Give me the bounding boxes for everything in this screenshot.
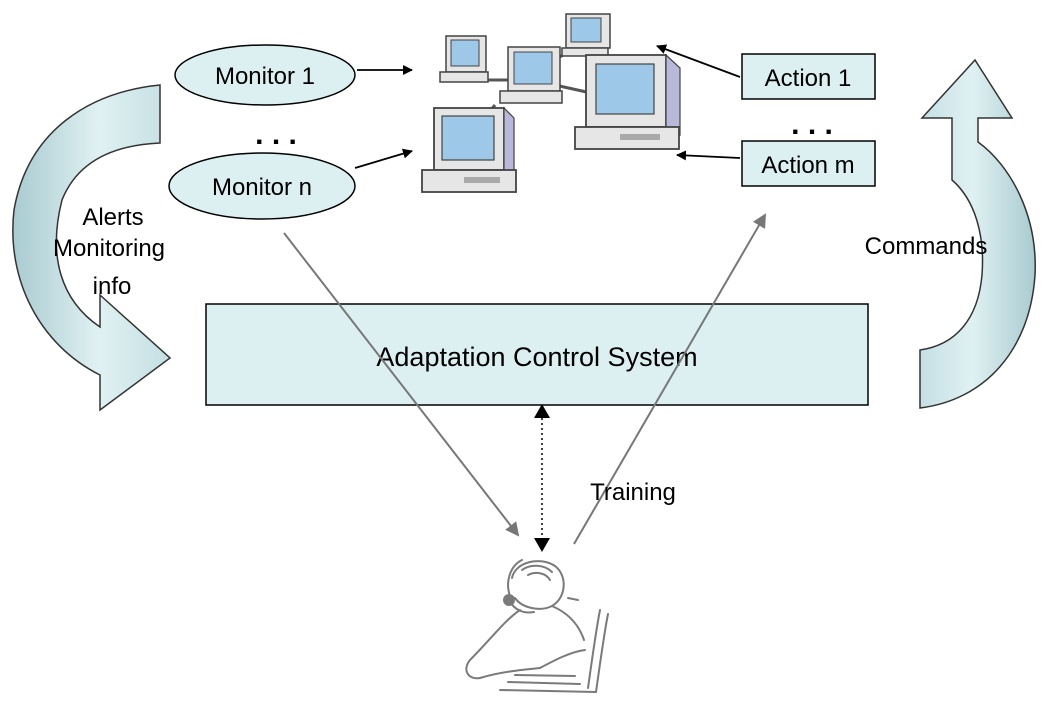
action-1-node: Action 1 xyxy=(741,53,876,100)
action-m-arrow xyxy=(676,150,741,161)
monitor-n-arrow xyxy=(354,148,413,169)
operator-to-action-arrow xyxy=(573,213,767,545)
right-curved-arrow xyxy=(919,58,1036,409)
monitor-n-node: Monitor n xyxy=(168,152,356,220)
monitor-to-operator-arrow xyxy=(283,232,520,537)
right-label-commands: Commands xyxy=(865,233,988,260)
training-label: Training xyxy=(590,479,676,506)
adaptation-control-system-box: Adaptation Control System xyxy=(205,303,869,406)
left-label-line1: Alerts xyxy=(82,204,143,231)
left-label-line3: info xyxy=(93,273,132,300)
monitors-ellipsis: . . . xyxy=(255,118,297,151)
networked-computers-icon xyxy=(421,13,681,193)
left-curved-arrow xyxy=(12,84,172,412)
operator-headset-icon xyxy=(465,559,609,693)
monitor-n-label: Monitor n xyxy=(212,174,312,201)
monitor-1-label: Monitor 1 xyxy=(215,63,315,90)
action-1-arrow xyxy=(656,44,741,78)
left-label-line2: Monitoring xyxy=(53,235,165,262)
adaptation-control-system-label: Adaptation Control System xyxy=(376,342,697,372)
action-1-label: Action 1 xyxy=(765,65,852,92)
training-arrow xyxy=(534,404,550,552)
action-m-label: Action m xyxy=(761,152,854,179)
actions-ellipsis: . . . xyxy=(791,108,833,141)
monitor-1-node: Monitor 1 xyxy=(174,44,356,106)
action-m-node: Action m xyxy=(741,140,876,187)
